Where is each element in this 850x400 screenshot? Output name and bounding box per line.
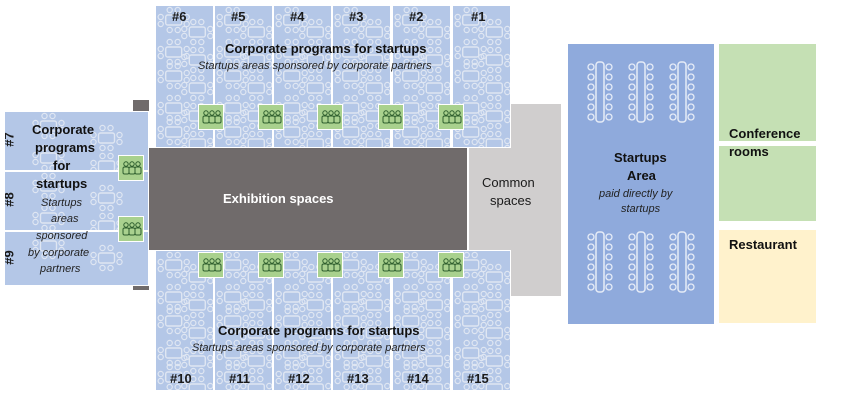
common-label-line1: Common <box>482 175 535 190</box>
startups-area-sub-1: paid directly by <box>599 188 673 200</box>
booth-top-4-tables <box>334 6 390 147</box>
startups-area-sub-2: startups <box>621 203 661 215</box>
common-label-line2: spaces <box>490 193 532 208</box>
corporate-bottom-subtitle: Startups areas sponsored by corporate pa… <box>192 342 426 354</box>
people-icon <box>382 110 402 124</box>
startups-area-tables <box>587 61 695 293</box>
people-icon <box>382 258 402 272</box>
booth-left-3-tables <box>32 232 123 272</box>
conference-label-2: rooms <box>729 144 769 159</box>
booth-left-1-number: #7 <box>4 132 17 147</box>
booth-top-1-number: #6 <box>172 9 187 24</box>
meeting-square-10 <box>438 252 464 278</box>
conference-room-top <box>719 44 816 141</box>
meeting-square-3 <box>317 104 343 130</box>
people-icon <box>442 110 462 124</box>
meeting-square-6 <box>198 252 224 278</box>
corporate-bottom-title: Corporate programs for startups <box>218 323 420 338</box>
corporate-left-sub-1: Startups <box>41 197 82 209</box>
people-icon <box>122 222 142 236</box>
booth-left-2-number: #8 <box>4 192 17 207</box>
people-icon <box>202 110 222 124</box>
booth-top-3-number: #4 <box>290 9 305 24</box>
booth-bottom-6-number: #15 <box>467 371 489 386</box>
restaurant: Restaurant <box>719 230 816 323</box>
booth-bottom-4-tables <box>334 251 390 390</box>
meeting-square-12 <box>118 216 144 242</box>
corporate-left-sub-2: areas <box>51 213 79 225</box>
corporate-left-sub-5: partners <box>40 263 81 275</box>
booth-bottom-4-number: #13 <box>347 371 369 386</box>
people-icon <box>262 258 282 272</box>
corporate-left-sub-4: by corporate <box>28 247 90 259</box>
people-icon <box>262 110 282 124</box>
booth-bottom-5-number: #14 <box>407 371 429 386</box>
corporate-left-title-2: programs <box>35 140 95 155</box>
booth-left-2-tables <box>32 172 123 230</box>
booth-bottom-6: #15 <box>452 250 511 391</box>
meeting-square-7 <box>258 252 284 278</box>
meeting-square-9 <box>378 252 404 278</box>
booth-bottom-1-number: #10 <box>170 371 192 386</box>
booth-bottom-5-tables <box>394 251 450 390</box>
booth-top-5-number: #2 <box>409 9 424 24</box>
booth-top-2-number: #5 <box>231 9 246 24</box>
booth-top-1-tables <box>157 6 213 147</box>
booth-bottom-2-number: #11 <box>229 371 250 386</box>
booth-left-3-number: #9 <box>4 250 17 265</box>
booth-bottom-1-tables <box>157 251 213 390</box>
meeting-square-4 <box>378 104 404 130</box>
people-icon <box>321 110 341 124</box>
meeting-square-1 <box>198 104 224 130</box>
meeting-square-5 <box>438 104 464 130</box>
booth-top-6-number: #1 <box>471 9 486 24</box>
booth-bottom-6-tables <box>454 251 510 390</box>
meeting-square-8 <box>317 252 343 278</box>
startups-area: Startups Area paid directly by startups <box>568 44 714 324</box>
corporate-top-subtitle: Startups areas sponsored by corporate pa… <box>198 60 432 72</box>
corporate-left-title-3: for <box>53 158 71 173</box>
restaurant-label: Restaurant <box>729 237 797 252</box>
booth-top-6: #1 <box>452 5 511 148</box>
startups-area-title-2: Area <box>627 168 656 183</box>
corporate-left-title-4: startups <box>36 176 88 191</box>
exhibition-spaces: Exhibition spaces <box>145 148 467 250</box>
booth-top-6-tables <box>454 6 510 147</box>
corporate-left-sub-3: sponsored <box>36 230 88 242</box>
startups-area-title-1: Startups <box>614 150 667 165</box>
booth-bottom-2-tables <box>216 251 272 390</box>
booth-bottom-3-number: #12 <box>288 371 310 386</box>
conference-label-1: Conference <box>729 126 801 141</box>
exhibition-label: Exhibition spaces <box>223 191 334 206</box>
booth-top-4-number: #3 <box>349 9 364 24</box>
meeting-square-11 <box>118 155 144 181</box>
people-icon <box>202 258 222 272</box>
corporate-top-title: Corporate programs for startups <box>225 41 427 56</box>
corporate-left-title-1: Corporate <box>32 122 95 137</box>
booth-top-1: #6 <box>155 5 214 148</box>
people-icon <box>442 258 462 272</box>
people-icon <box>122 161 142 175</box>
conference-room-bottom <box>719 146 816 221</box>
meeting-square-2 <box>258 104 284 130</box>
people-icon <box>321 258 341 272</box>
